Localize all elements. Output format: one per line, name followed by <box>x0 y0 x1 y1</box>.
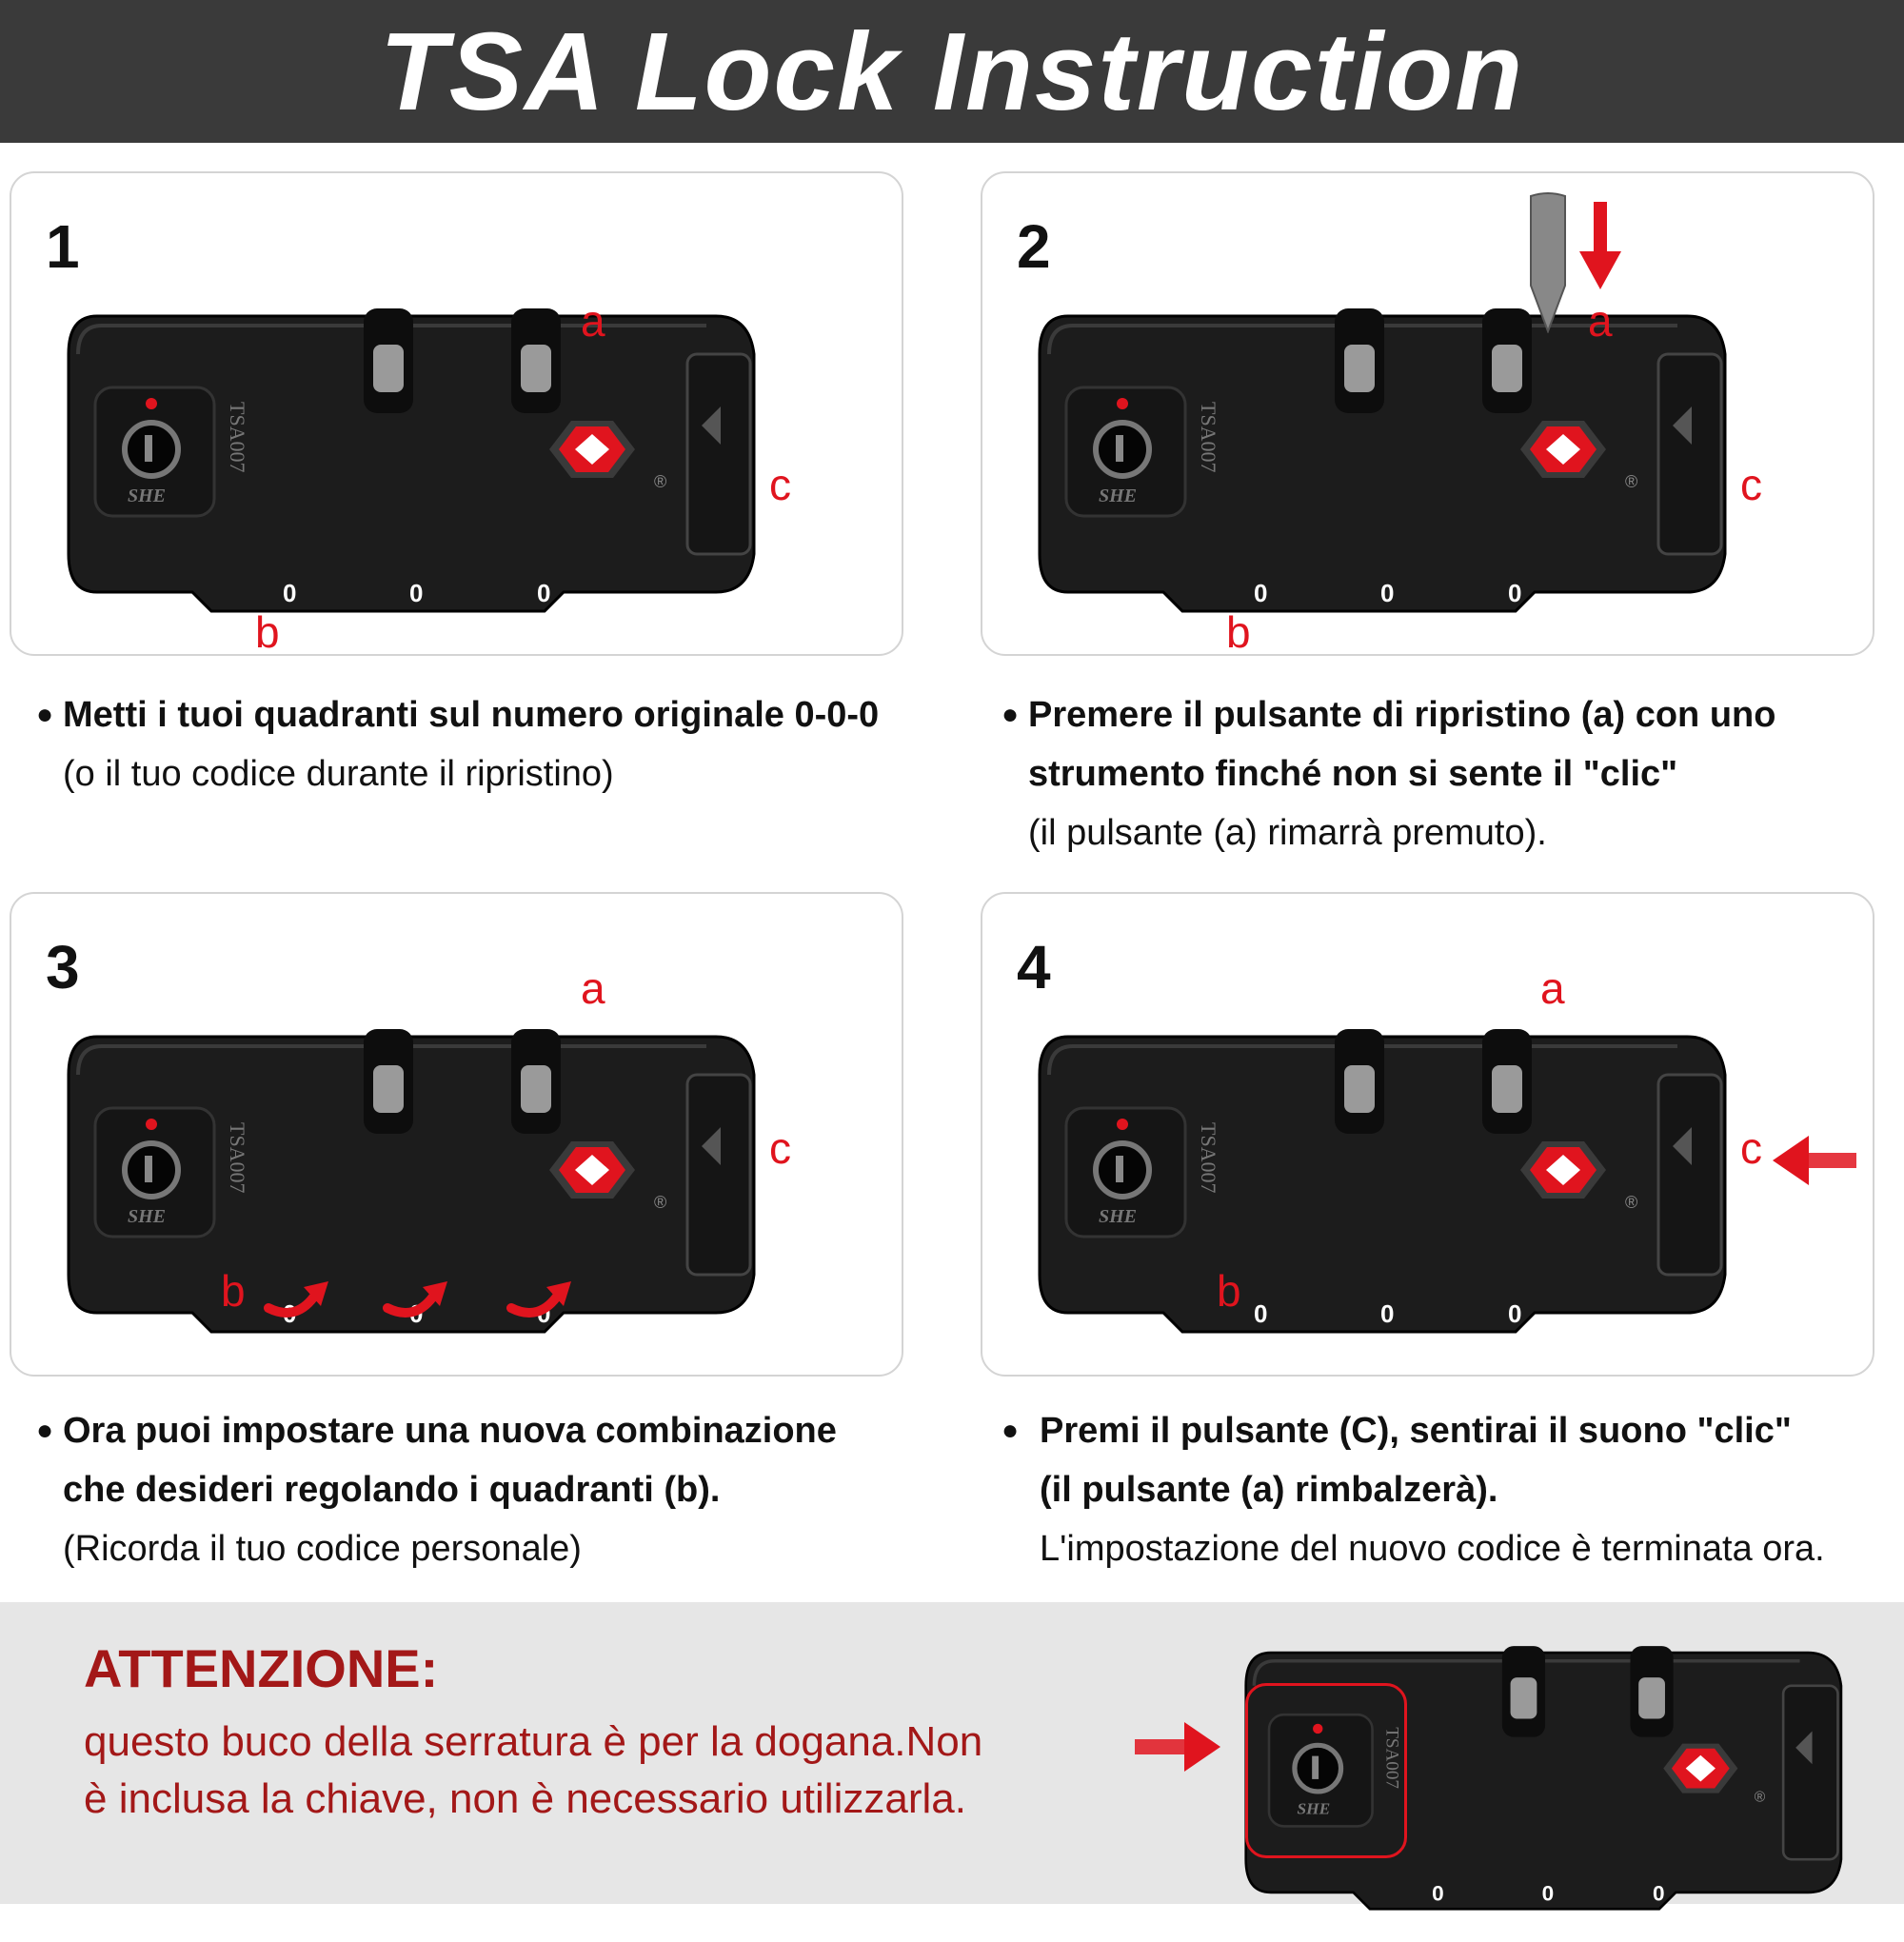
arrow-left-icon <box>1773 1136 1856 1185</box>
step-3-panel: 3 a c b <box>10 892 903 1377</box>
keyhole-highlight <box>1245 1683 1407 1858</box>
label-c: c <box>769 1123 791 1173</box>
label-a: a <box>581 296 605 346</box>
curved-arrow-icon <box>264 1281 328 1318</box>
header-bar: TSA Lock Instruction <box>0 0 1904 143</box>
page-title: TSA Lock Instruction <box>379 10 1525 133</box>
step-number: 1 <box>46 212 80 281</box>
step-4-description: ● Premi il pulsante (C), sentirai il suo… <box>1002 1401 1896 1578</box>
step-1-description: ● Metti i tuoi quadranti sul numero orig… <box>36 685 958 803</box>
lock-illustration <box>59 287 783 649</box>
step-number: 3 <box>46 933 80 1001</box>
lock-illustration <box>1030 287 1754 649</box>
arrow-down-icon <box>1579 202 1621 289</box>
warning-title: ATTENZIONE: <box>84 1638 439 1698</box>
step-4-panel: 4 a c b <box>981 892 1874 1377</box>
label-a: a <box>581 963 605 1013</box>
label-a: a <box>1540 963 1565 1013</box>
tool-pin-icon <box>1530 192 1566 333</box>
step-2-description: ● Premere il pulsante di ripristino (a) … <box>1002 685 1904 862</box>
step-number: 4 <box>1017 933 1051 1001</box>
label-c: c <box>1740 460 1762 509</box>
bullet-icon: ● <box>1002 699 1020 730</box>
label-a: a <box>1588 296 1613 346</box>
label-b: b <box>1226 607 1251 656</box>
label-c: c <box>1740 1123 1762 1173</box>
step-number: 2 <box>1017 212 1051 281</box>
warning-text: questo buco della serratura è per la dog… <box>84 1718 983 1822</box>
bullet-icon: ● <box>36 699 54 730</box>
label-b: b <box>255 607 280 656</box>
curved-arrow-icon <box>506 1281 571 1318</box>
label-b: b <box>221 1266 246 1316</box>
bullet-icon: ● <box>36 1415 54 1446</box>
step-2-panel: 2 a c b <box>981 171 1874 656</box>
step-1-panel: 1 a c b <box>10 171 903 656</box>
arrow-right-icon <box>1135 1722 1220 1772</box>
label-c: c <box>769 460 791 509</box>
bullet-icon: ● <box>1002 1415 1020 1446</box>
step-3-description: ● Ora puoi impostare una nuova combinazi… <box>36 1401 958 1578</box>
lock-illustration <box>1030 1008 1754 1370</box>
curved-arrow-icon <box>383 1281 447 1318</box>
label-b: b <box>1217 1266 1241 1316</box>
